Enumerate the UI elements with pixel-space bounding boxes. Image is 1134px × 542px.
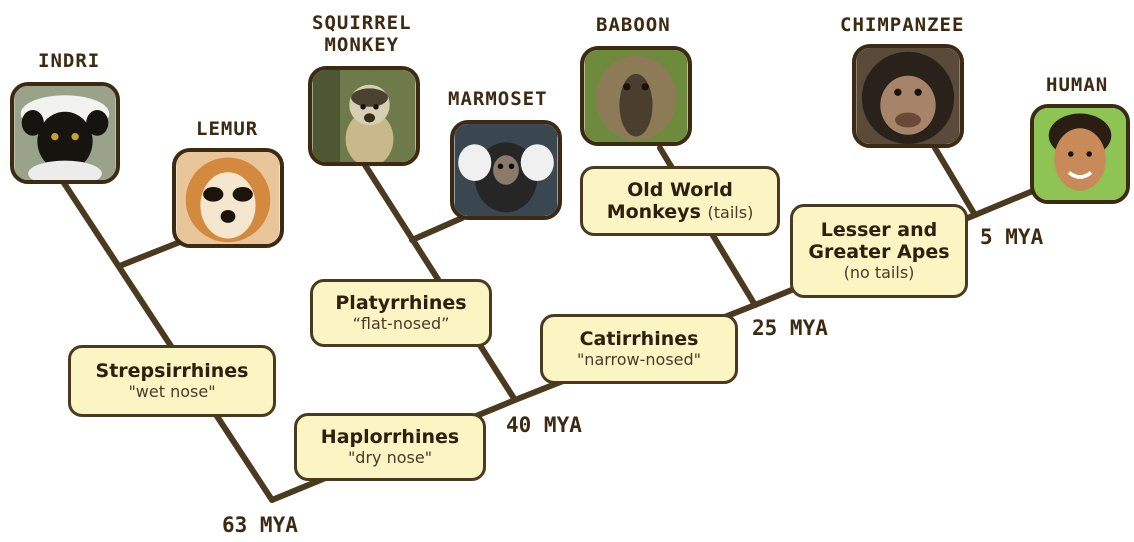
- animal-name-indri: INDRI: [38, 50, 101, 72]
- node-apes-title-line1: Lesser and: [820, 219, 938, 241]
- node-old-world-monkeys: Old World Monkeys (tails): [580, 166, 780, 236]
- squirrel-monkey-photo: [308, 66, 420, 166]
- node-catirrhines-subtitle: "narrow-nosed": [576, 350, 702, 369]
- node-strepsirrhines: Strepsirrhines "wet nose": [68, 345, 276, 417]
- node-old-world-title-line1: Old World: [627, 179, 733, 201]
- animal-name-baboon: BABOON: [596, 14, 671, 36]
- node-haplorrhines-title: Haplorrhines: [320, 426, 460, 448]
- node-old-world-title-line2: Monkeys (tails): [607, 201, 754, 223]
- divergence-25-mya: 25 MYA: [752, 316, 828, 340]
- branch-root-indri: [59, 177, 275, 503]
- baboon-photo: [580, 46, 692, 146]
- node-strepsirrhines-title: Strepsirrhines: [95, 360, 249, 382]
- node-old-world-tail-note: (tails): [707, 203, 754, 222]
- node-apes-subtitle: (no tails): [843, 263, 915, 282]
- node-platyrrhines: Platyrrhines “flat-nosed”: [310, 279, 492, 347]
- divergence-63-mya: 63 MYA: [222, 513, 298, 537]
- node-old-world-title-word: Monkeys: [606, 201, 701, 223]
- node-strepsirrhines-subtitle: "wet nose": [128, 382, 216, 401]
- animal-name-squirrel-monkey: SQUIRREL MONKEY: [312, 12, 412, 56]
- animal-name-lemur: LEMUR: [196, 118, 259, 140]
- node-haplorrhines-subtitle: "dry nose": [347, 448, 433, 467]
- animal-name-marmoset: MARMOSET: [448, 88, 548, 110]
- branch-chimpanzee: [932, 145, 978, 218]
- lemur-photo: [172, 148, 284, 248]
- human-photo: [1030, 104, 1130, 204]
- node-apes: Lesser and Greater Apes (no tails): [790, 204, 968, 298]
- indri-photo: [10, 82, 120, 184]
- chimpanzee-photo: [852, 44, 964, 148]
- branch-marmoset: [409, 215, 465, 243]
- divergence-5-mya: 5 MYA: [980, 225, 1044, 249]
- node-catirrhines: Catirrhines "narrow-nosed": [540, 314, 738, 384]
- marmoset-photo: [450, 120, 562, 220]
- branch-human: [972, 185, 1043, 218]
- node-haplorrhines: Haplorrhines "dry nose": [294, 413, 486, 481]
- divergence-40-mya: 40 MYA: [506, 413, 582, 437]
- node-platyrrhines-subtitle: “flat-nosed”: [352, 314, 450, 333]
- animal-name-human: HUMAN: [1046, 74, 1109, 96]
- node-platyrrhines-title: Platyrrhines: [335, 292, 467, 314]
- animal-name-chimpanzee: CHIMPANZEE: [840, 14, 965, 36]
- node-apes-title-line2: Greater Apes: [808, 241, 950, 263]
- node-catirrhines-title: Catirrhines: [579, 328, 699, 350]
